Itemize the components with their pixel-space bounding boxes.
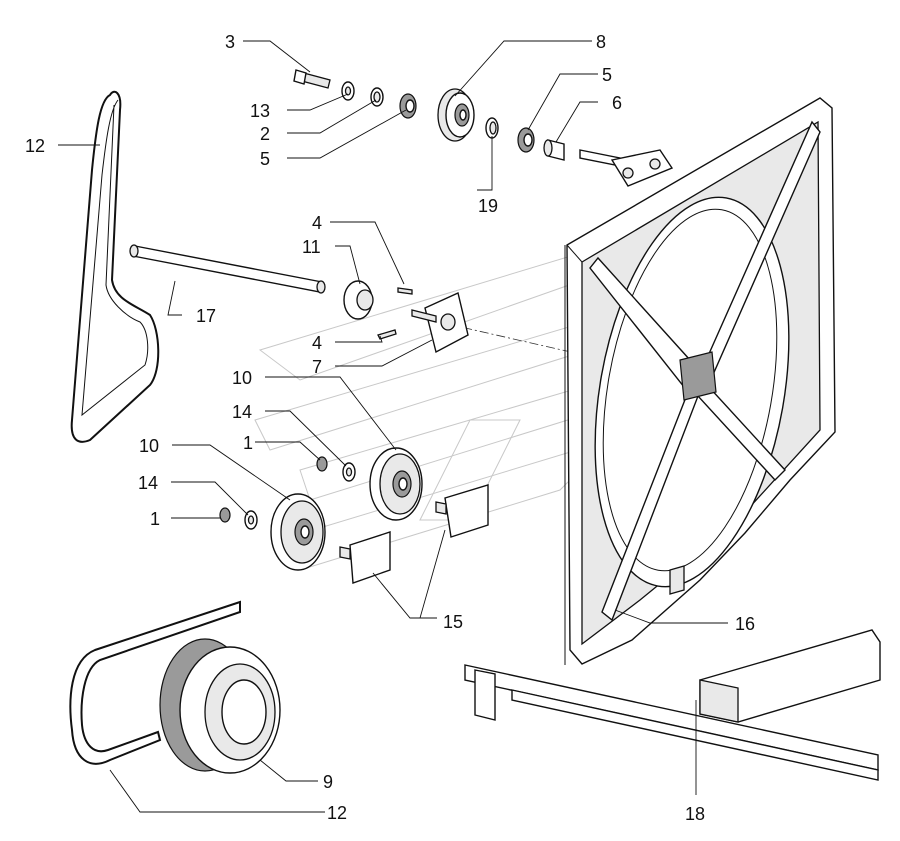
fan-frame [564, 97, 836, 665]
washer-lower [244, 510, 258, 530]
callout-14-lower: 14 [138, 473, 158, 493]
idler-pulley-upper [369, 447, 423, 521]
bolt [293, 69, 331, 89]
callout-5-right: 5 [602, 65, 612, 85]
callout-12-upper: 12 [25, 136, 45, 156]
flange-bearing [343, 280, 374, 320]
center-axis-line [429, 319, 761, 396]
callout-8: 8 [596, 32, 606, 52]
callout-16: 16 [735, 614, 755, 634]
nut-upper [316, 456, 328, 472]
axle-bracket [579, 149, 674, 187]
callout-17: 17 [196, 306, 216, 326]
callout-labels: 3 8 13 2 5 5 6 19 12 4 11 17 4 7 10 14 1… [25, 32, 755, 824]
callout-19: 19 [478, 196, 498, 216]
callout-6: 6 [612, 93, 622, 113]
callout-4-upper: 4 [312, 213, 322, 233]
callout-2: 2 [260, 124, 270, 144]
callout-5-upper: 5 [260, 149, 270, 169]
callout-11: 11 [302, 237, 321, 257]
double-groove-pulley [437, 88, 475, 142]
callout-10-upper: 10 [232, 368, 252, 388]
v-belt-lower [69, 600, 241, 765]
leader-lines [58, 40, 728, 813]
callout-1-lower: 1 [150, 509, 160, 529]
callout-14-upper: 14 [232, 402, 252, 422]
bearing-upper [399, 93, 417, 119]
washer-upper [342, 462, 356, 482]
callout-4-lower: 4 [312, 333, 322, 353]
chassis-beam [464, 629, 881, 781]
screw-upper [397, 287, 413, 295]
callout-13: 13 [250, 101, 270, 121]
drum-pulley [159, 638, 281, 774]
bushing [543, 139, 565, 161]
spacer-ring [485, 117, 499, 139]
idler-pulley-lower [270, 493, 326, 571]
shaft [129, 244, 326, 294]
spring-washer [370, 87, 384, 107]
callout-3: 3 [225, 32, 235, 52]
washer [341, 81, 355, 101]
tensioner-plate-right [435, 484, 489, 538]
bearing-right [517, 127, 535, 153]
callout-7: 7 [312, 357, 322, 377]
nut-lower [219, 507, 231, 523]
v-belt-upper [70, 90, 160, 443]
callout-18: 18 [685, 804, 705, 824]
callout-15: 15 [443, 612, 463, 632]
callout-9: 9 [323, 772, 333, 792]
callout-1-upper: 1 [243, 433, 253, 453]
screw-lower [377, 329, 397, 340]
tensioner-plate-left [339, 531, 391, 584]
callout-12-lower: 12 [327, 803, 347, 823]
mounting-plate [411, 292, 469, 354]
callout-10-lower: 10 [139, 436, 159, 456]
